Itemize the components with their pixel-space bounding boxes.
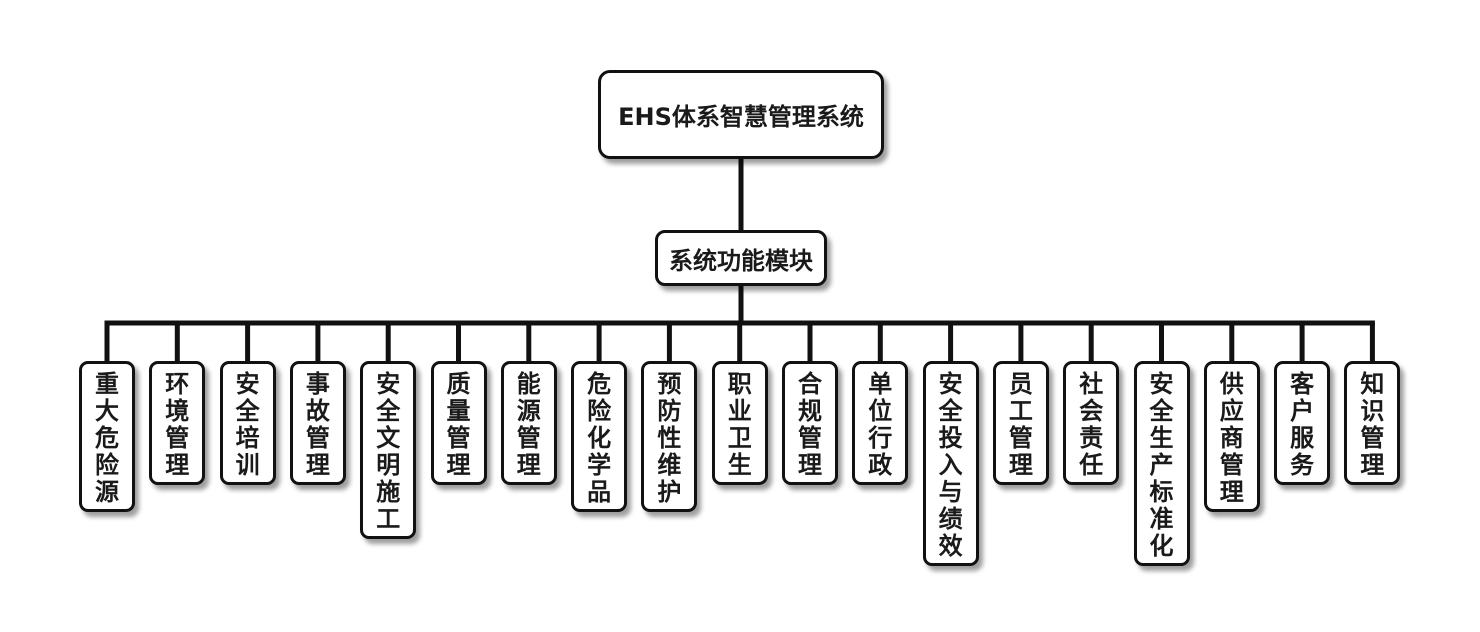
module-box: 知识管理: [1344, 361, 1401, 485]
module-box: 客户服务: [1274, 361, 1331, 485]
module-box: 事故管理: [289, 361, 346, 485]
module-box: 职业卫生: [711, 361, 768, 485]
module-label: 合规管理: [798, 370, 822, 479]
module-label: 质量管理: [446, 370, 471, 479]
module-box: 安全培训: [219, 361, 276, 485]
module-label: 安全培训: [235, 370, 260, 479]
module-box: 安全文明施工: [360, 361, 417, 539]
module-label: 能源管理: [516, 370, 541, 479]
root-system-label: EHS体系智慧管理系统: [618, 103, 864, 131]
module-label: 供应商管理: [1219, 370, 1244, 506]
module-drop-lines: [104, 323, 1375, 361]
module-box: 合规管理: [782, 361, 838, 485]
module-label: 客户服务: [1290, 370, 1315, 479]
module-label: 事故管理: [305, 370, 330, 479]
module-box: 质量管理: [430, 361, 487, 485]
module-label: 预防性维护: [657, 370, 682, 506]
module-box: 安全生产标准化: [1133, 361, 1190, 566]
module-label: 安全文明施工: [376, 370, 401, 533]
module-box: 预防性维护: [641, 361, 698, 512]
function-modules-label: 系统功能模块: [669, 246, 813, 275]
module-box: 安全投入与绩效: [922, 361, 979, 566]
module-box: 社会责任: [1063, 361, 1120, 485]
module-box: 环境管理: [149, 361, 206, 485]
module-label: 单位行政: [868, 370, 893, 479]
module-label: 社会责任: [1079, 370, 1104, 479]
module-box: 危险化学品: [571, 361, 628, 512]
module-label: 职业卫生: [727, 370, 752, 479]
module-label: 安全投入与绩效: [938, 370, 963, 560]
module-label: 危险化学品: [587, 370, 612, 506]
module-label: 环境管理: [165, 370, 190, 479]
module-label: 知识管理: [1360, 370, 1385, 479]
module-label: 员工管理: [1008, 370, 1033, 479]
module-box: 单位行政: [852, 361, 909, 485]
module-box: 供应商管理: [1203, 361, 1260, 512]
function-modules-box: 系统功能模块: [655, 230, 827, 286]
root-system-box: EHS体系智慧管理系统: [598, 70, 884, 159]
module-box: 能源管理: [500, 361, 557, 485]
module-box: 员工管理: [992, 361, 1049, 485]
module-label: 重大危险源: [95, 370, 119, 506]
module-box: 重大危险源: [79, 361, 135, 512]
module-label: 安全生产标准化: [1149, 370, 1174, 560]
